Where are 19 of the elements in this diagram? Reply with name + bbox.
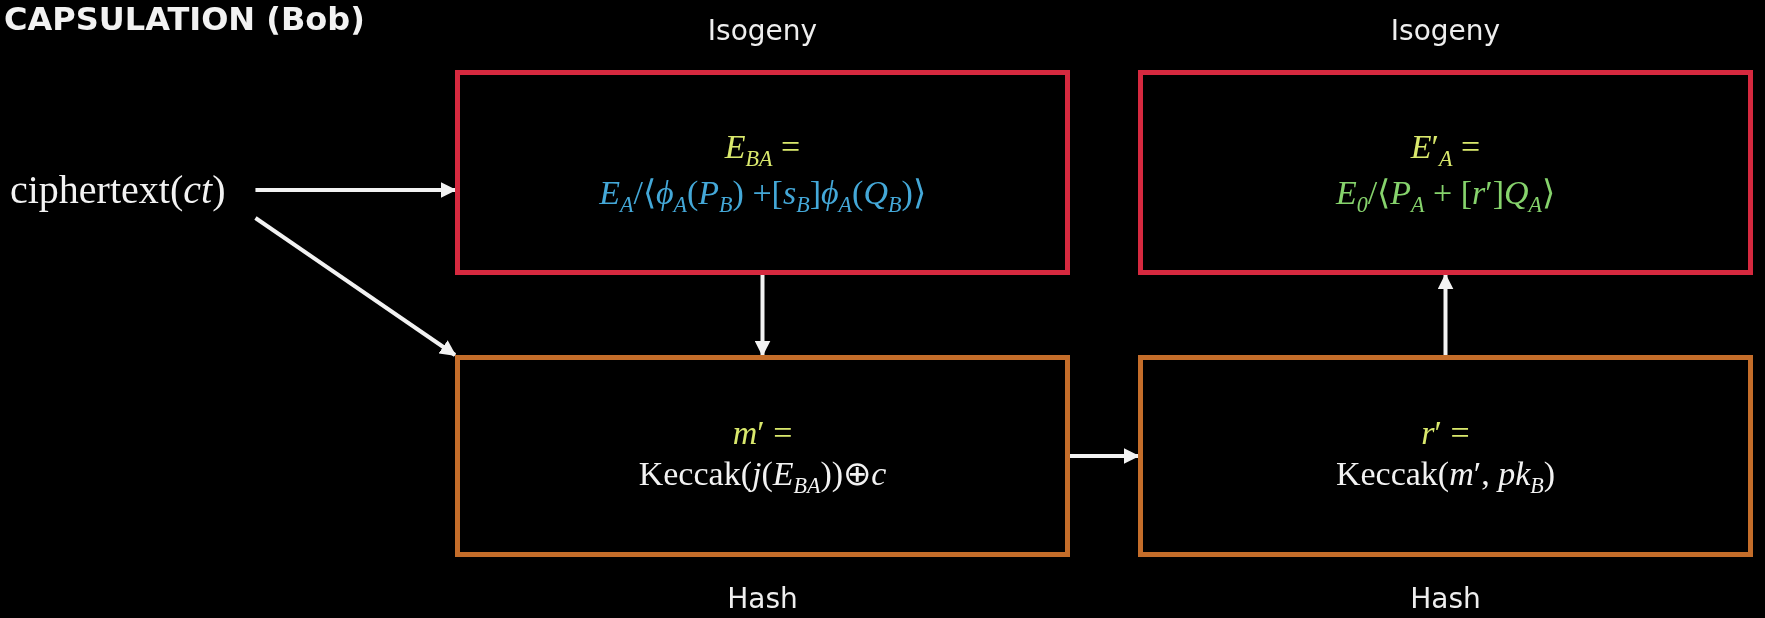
arrow bbox=[254, 216, 457, 357]
title: CAPSULATION (Bob) bbox=[4, 0, 365, 38]
formula: E′$_{A}$ = bbox=[1410, 127, 1481, 173]
formula: Keccak(m′, pk$_{B}$) bbox=[1335, 453, 1556, 500]
input-label: ciphertext(ct) bbox=[10, 166, 226, 214]
stage-label: Hash bbox=[727, 582, 798, 615]
stage-label: Isogeny bbox=[707, 14, 818, 47]
arrow bbox=[754, 275, 771, 357]
formula: Keccak(j(E$_{BA}$))⊕c bbox=[638, 453, 887, 500]
formula: E$_{BA}$ = bbox=[724, 127, 801, 173]
formula: E$_{A}$/⟨ϕ$_{A}$(P$_{B}$) +[s$_{B}$]ϕ$_{A}$(Q$_{B}$)⟩ bbox=[599, 172, 926, 218]
arrow bbox=[1437, 273, 1454, 355]
arrow bbox=[255, 182, 457, 198]
stage-label: Hash bbox=[1410, 582, 1481, 615]
formula: E$_{0}$/⟨P$_{A}$ + [r′]Q$_{A}$⟩ bbox=[1335, 172, 1556, 218]
arrow bbox=[1070, 448, 1140, 464]
formula: r′ = bbox=[1421, 412, 1470, 453]
formula: m′ = bbox=[732, 412, 793, 453]
stage-label: Isogeny bbox=[1390, 14, 1501, 47]
